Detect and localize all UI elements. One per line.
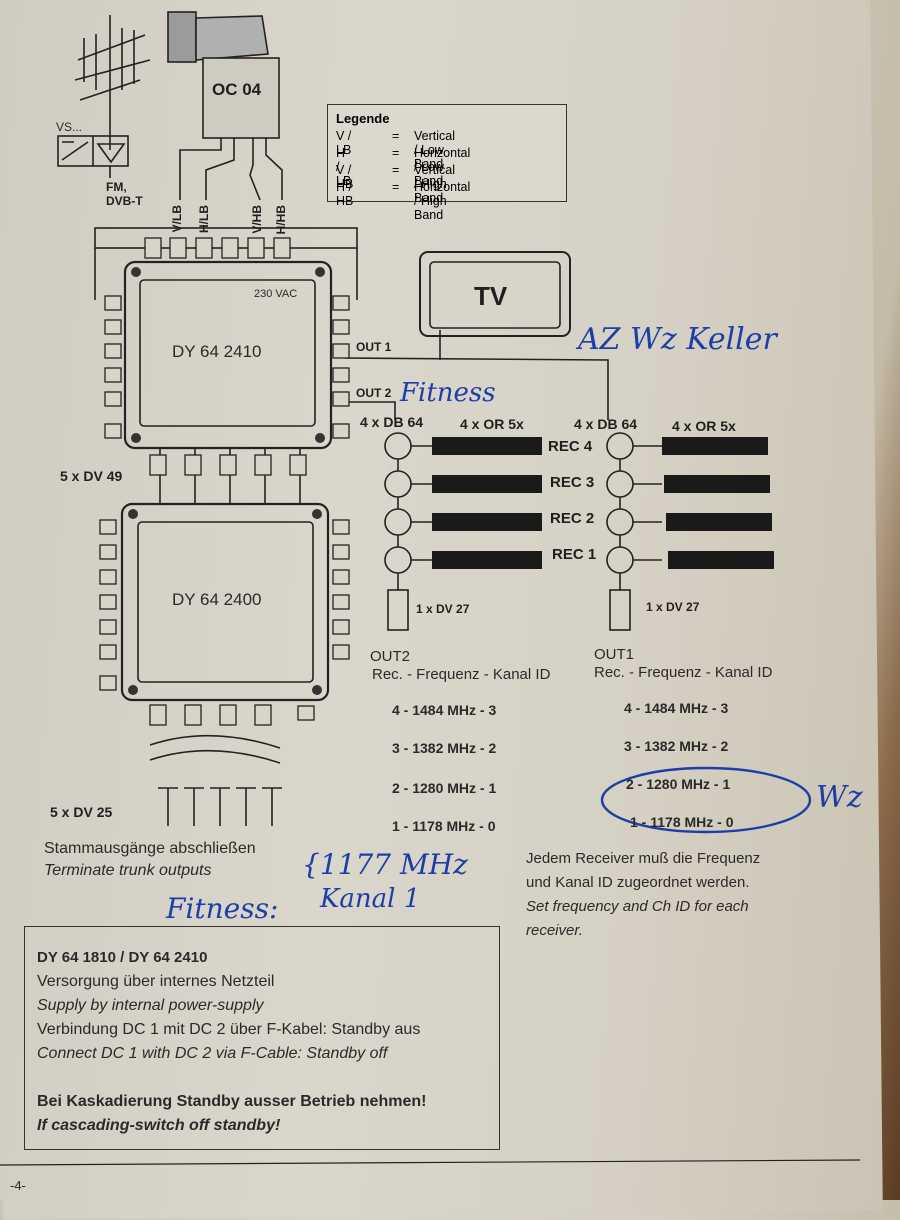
out2-table-header: Rec. - Frequenz - Kanal ID (372, 666, 551, 683)
receiver-note-en-1: Set frequency and Ch ID for each (526, 898, 749, 915)
rec3-label: REC 3 (550, 474, 595, 491)
power-label: 230 VAC (254, 288, 298, 300)
db64-right-label: 4 x DB 64 (574, 416, 638, 432)
info-line: Verbindung DC 1 mit DC 2 über F-Kabel: S… (37, 1021, 421, 1038)
info-warning: Bei Kaskadierung Standby ausser Betrieb … (37, 1093, 427, 1110)
db64-left-label: 4 x DB 64 (360, 414, 424, 430)
legend-box: Legende V / LB=Vertical / Low Band H / L… (327, 104, 567, 222)
out2-label: OUT 2 (356, 386, 392, 400)
rec1-label: REC 1 (552, 546, 597, 563)
trunk-note-de: Stammausgänge abschließen (44, 840, 256, 857)
handwriting-fitness: Fitness (400, 378, 496, 408)
out2-row: 2 - 1280 MHz - 1 (392, 780, 497, 796)
rec4-label: REC 4 (548, 438, 593, 455)
out1-label: OUT 1 (356, 340, 392, 354)
page-number: -4- (10, 1178, 26, 1193)
dv27-left-label: 1 x DV 27 (416, 602, 470, 616)
receiver-note-de-1: Jedem Receiver muß die Frequenz (526, 850, 761, 867)
handwriting-kanal: Kanal 1 (320, 884, 421, 914)
terminator-dv25-label: 5 x DV 25 (50, 804, 113, 820)
info-box: DY 64 1810 / DY 64 2410 Versorgung über … (24, 926, 500, 1150)
out1-table-header: Rec. - Frequenz - Kanal ID (594, 664, 773, 681)
or5x-right-label: 4 x OR 5x (672, 418, 736, 434)
or5x-left-label: 4 x OR 5x (460, 416, 524, 432)
bus-label-vhb: V/HB (250, 205, 264, 234)
info-line: Supply by internal power-supply (37, 997, 264, 1014)
receiver-note-en-2: receiver. (526, 922, 583, 939)
lnb-label: OC 04 (212, 80, 262, 99)
dv27-right-label: 1 x DV 27 (646, 600, 700, 614)
tv-label: TV (474, 281, 508, 311)
bus-label-hhb: H/HB (274, 205, 288, 235)
legend-title: Legende (336, 111, 390, 126)
rec2-label: REC 2 (550, 510, 595, 527)
info-title: DY 64 1810 / DY 64 2410 (37, 949, 208, 966)
antenna-output-label: FM, DVB-T (106, 180, 143, 208)
handwriting-az-wz-keller: AZ Wz Keller (578, 322, 777, 357)
out1-row: 3 - 1382 MHz - 2 (624, 738, 729, 754)
terminator-dv49-label: 5 x DV 49 (60, 468, 123, 484)
out1-row: 4 - 1484 MHz - 3 (624, 700, 729, 716)
out2-table-title: OUT2 (370, 648, 411, 665)
out1-table-title: OUT1 (594, 646, 635, 663)
bus-label-hlb: H/LB (197, 205, 211, 233)
info-warning: If cascading-switch off standby! (37, 1117, 281, 1134)
info-line: Connect DC 1 with DC 2 via F-Cable: Stan… (37, 1045, 388, 1062)
antenna-label: VS... (56, 120, 83, 134)
out2-row: 1 - 1178 MHz - 0 (392, 818, 496, 834)
bus-label-vlb: V/LB (170, 205, 184, 233)
out2-row: 4 - 1484 MHz - 3 (392, 702, 497, 718)
out1-row: 1 - 1178 MHz - 0 (630, 814, 734, 830)
out2-row: 3 - 1382 MHz - 2 (392, 740, 497, 756)
receiver-note-de-2: und Kanal ID zugeordnet werden. (526, 874, 750, 891)
handwriting-wz: Wz (816, 780, 863, 815)
info-line: Versorgung über internes Netzteil (37, 973, 275, 990)
handwriting-mhz: {1177 MHz (302, 848, 468, 881)
switch1-label: DY 64 2410 (172, 342, 262, 361)
out1-row: 2 - 1280 MHz - 1 (626, 776, 731, 792)
handwriting-fitness-2: Fitness: (166, 892, 279, 925)
trunk-note-en: Terminate trunk outputs (44, 862, 212, 879)
switch2-label: DY 64 2400 (172, 590, 262, 609)
